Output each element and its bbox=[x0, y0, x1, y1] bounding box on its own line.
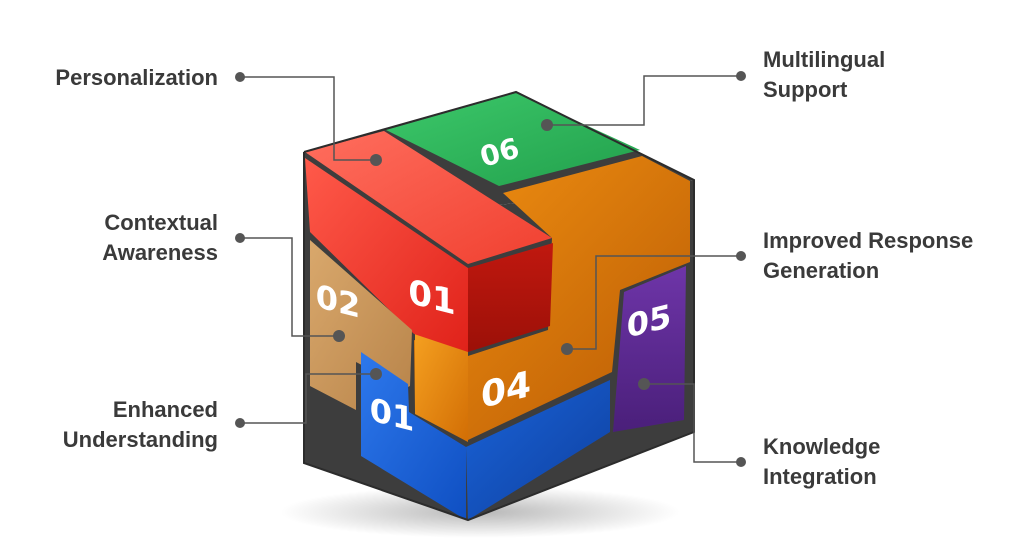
connector-enhanced-understanding bbox=[240, 373, 376, 424]
dot-contextual-inner bbox=[333, 330, 345, 342]
dot-multilingual-outer bbox=[736, 71, 746, 81]
block-04-orange bbox=[414, 156, 690, 442]
block-05-purple bbox=[613, 266, 686, 432]
dot-enhanced-outer bbox=[235, 418, 245, 428]
label-multilingual-support-line1: Multilingual bbox=[763, 47, 886, 72]
label-enhanced-understanding-line2: Understanding bbox=[62, 427, 218, 452]
label-personalization: Personalization bbox=[55, 63, 218, 93]
connector-contextual-awareness bbox=[240, 237, 339, 337]
dot-knowledge-inner bbox=[638, 378, 650, 390]
dot-enhanced-inner bbox=[370, 368, 382, 380]
dot-multilingual-inner bbox=[541, 119, 553, 131]
label-improved-response-line1: Improved Response bbox=[763, 228, 974, 253]
label-contextual-awareness-line1: Contextual bbox=[104, 210, 218, 235]
label-knowledge-integration: Knowledge Integration bbox=[763, 432, 880, 492]
dot-personalization-inner bbox=[370, 154, 382, 166]
connectors bbox=[240, 75, 741, 463]
label-contextual-awareness-line2: Awareness bbox=[102, 240, 218, 265]
connector-dots bbox=[235, 71, 746, 467]
label-enhanced-understanding: Enhanced Understanding bbox=[63, 395, 218, 455]
label-contextual-awareness: Contextual Awareness bbox=[102, 208, 218, 268]
block-02-tan bbox=[310, 240, 412, 410]
label-multilingual-support-line2: Support bbox=[763, 77, 848, 102]
connector-knowledge-integration bbox=[644, 383, 741, 463]
block-06-green bbox=[386, 93, 640, 186]
dot-improved-inner bbox=[561, 343, 573, 355]
block-01-red bbox=[305, 131, 553, 352]
dot-contextual-outer bbox=[235, 233, 245, 243]
label-knowledge-integration-line2: Integration bbox=[763, 464, 877, 489]
label-personalization-text: Personalization bbox=[55, 65, 218, 90]
dot-knowledge-outer bbox=[736, 457, 746, 467]
label-improved-response-line2: Generation bbox=[763, 258, 880, 283]
connector-improved-response bbox=[567, 255, 741, 350]
connector-multilingual-support bbox=[547, 75, 741, 126]
connector-personalization bbox=[240, 76, 376, 161]
dot-improved-outer bbox=[736, 251, 746, 261]
dot-personalization-outer bbox=[235, 72, 245, 82]
block-01-blue bbox=[361, 352, 610, 520]
label-enhanced-understanding-line1: Enhanced bbox=[112, 397, 218, 422]
label-improved-response-generation: Improved Response Generation bbox=[763, 226, 973, 286]
label-knowledge-integration-line1: Knowledge bbox=[763, 434, 881, 459]
label-multilingual-support: Multilingual Support bbox=[763, 45, 885, 105]
